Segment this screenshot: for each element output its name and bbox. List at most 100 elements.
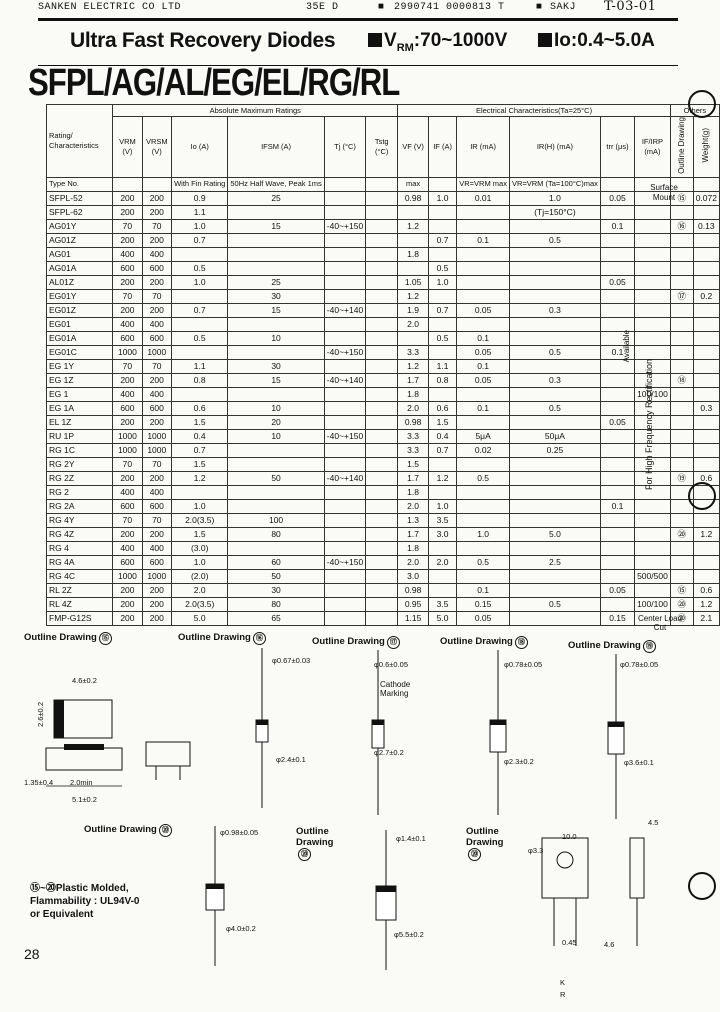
table-cell	[365, 274, 399, 290]
table-cell	[365, 246, 399, 262]
table-cell: 30	[227, 358, 325, 374]
table-cell	[508, 358, 601, 374]
lot-code: 2990741 0000813 T	[394, 2, 505, 13]
table-cell: 0.05	[599, 274, 636, 290]
outline-drawing-3	[371, 650, 385, 815]
table-cell	[365, 568, 399, 584]
table-cell: 1.1	[427, 358, 458, 374]
table-cell	[323, 274, 367, 290]
table-cell	[171, 288, 229, 304]
table-cell: 0.1	[456, 330, 510, 346]
table-cell: 1.7	[397, 526, 429, 542]
table-cell	[508, 568, 601, 584]
table-cell	[634, 582, 671, 598]
table-cell: 200	[141, 274, 173, 290]
table-cell: 0.98	[397, 414, 429, 430]
type-number-cell: EL 1Z	[45, 414, 114, 430]
table-cell: 1000	[112, 442, 143, 458]
table-cell	[323, 358, 367, 374]
table-cell	[508, 456, 601, 472]
table-cell: 0.8	[171, 372, 229, 388]
table-cell	[227, 260, 325, 276]
table-cell	[692, 344, 720, 360]
type-number-cell: EG01Y	[45, 288, 114, 304]
table-cell	[692, 442, 720, 458]
table-cell	[456, 246, 510, 262]
table-cell: 0.05	[456, 610, 510, 626]
table-cell	[323, 512, 367, 528]
surface-mount-label: Surface Mount	[650, 183, 678, 202]
table-cell	[508, 470, 601, 486]
table-cell	[692, 456, 720, 472]
type-number-cell: EG 1Z	[45, 372, 114, 388]
table-cell: 60	[227, 554, 325, 570]
table-cell	[427, 316, 458, 332]
type-number-cell: RG 4A	[45, 554, 114, 570]
table-cell: 70	[112, 288, 143, 304]
table-cell	[692, 414, 720, 430]
table-cell: 1000	[112, 344, 143, 360]
dim-4a: φ0.78±0.05	[504, 660, 543, 669]
table-cell	[365, 442, 399, 458]
table-cell	[692, 232, 720, 248]
table-cell: 2.0	[397, 400, 429, 416]
table-cell	[427, 582, 458, 598]
type-number-cell: RG 4C	[45, 568, 114, 584]
table-cell: 0.5	[508, 232, 601, 248]
tstg-header: Tstg (°C)	[365, 116, 399, 178]
dim-4b: φ2.3±0.2	[504, 757, 534, 766]
vrsm-header: VRSM (V)	[141, 116, 173, 178]
type-number-cell: AG01A	[45, 260, 114, 276]
table-cell: 0.072	[692, 190, 720, 206]
table-cell	[365, 218, 399, 234]
type-number-cell: RG 1C	[45, 442, 114, 458]
table-cell: 3.5	[427, 512, 458, 528]
table-cell	[365, 260, 399, 276]
table-cell	[692, 316, 720, 332]
table-cell	[692, 330, 720, 346]
vf-header: VF (V)	[397, 116, 429, 178]
table-cell: 3.3	[397, 442, 429, 458]
table-cell: 5μA	[456, 428, 510, 444]
table-cell	[427, 204, 458, 220]
table-cell: 80	[227, 596, 325, 612]
table-cell	[634, 232, 671, 248]
trr-cond-header: IF/IRP (mA)	[634, 116, 671, 178]
type-number-cell: EG01C	[45, 344, 114, 360]
table-cell	[634, 260, 671, 276]
ifsm-sub-header: 50Hz Half Wave, Peak 1ms	[227, 176, 325, 192]
table-cell: 2.5	[508, 554, 601, 570]
table-cell	[599, 540, 636, 556]
table-cell	[427, 540, 458, 556]
table-cell: 0.4	[171, 428, 229, 444]
table-cell: 200	[141, 232, 173, 248]
table-cell	[508, 582, 601, 598]
table-cell	[692, 372, 720, 388]
table-cell: 1.2	[427, 470, 458, 486]
table-cell: 1.2	[692, 596, 720, 612]
table-cell: 0.1	[456, 582, 510, 598]
table-cell: (2.0)	[171, 568, 229, 584]
table-cell	[669, 260, 694, 276]
table-cell: 70	[141, 218, 173, 234]
dim-8i: 4.6	[604, 940, 615, 949]
table-cell: 600	[141, 554, 173, 570]
ifsm-header: IFSM (A)	[227, 116, 325, 178]
table-cell	[427, 344, 458, 360]
type-number-cell: EG 1A	[45, 400, 114, 416]
table-cell: 0.13	[692, 218, 720, 234]
available-label: Available	[622, 330, 631, 363]
table-cell: 600	[141, 330, 173, 346]
table-cell	[508, 218, 601, 234]
table-cell	[323, 610, 367, 626]
irh-cond-header: VR=VRM (Ta=100°C)max	[508, 176, 601, 192]
table-cell: ⑳	[669, 596, 694, 612]
